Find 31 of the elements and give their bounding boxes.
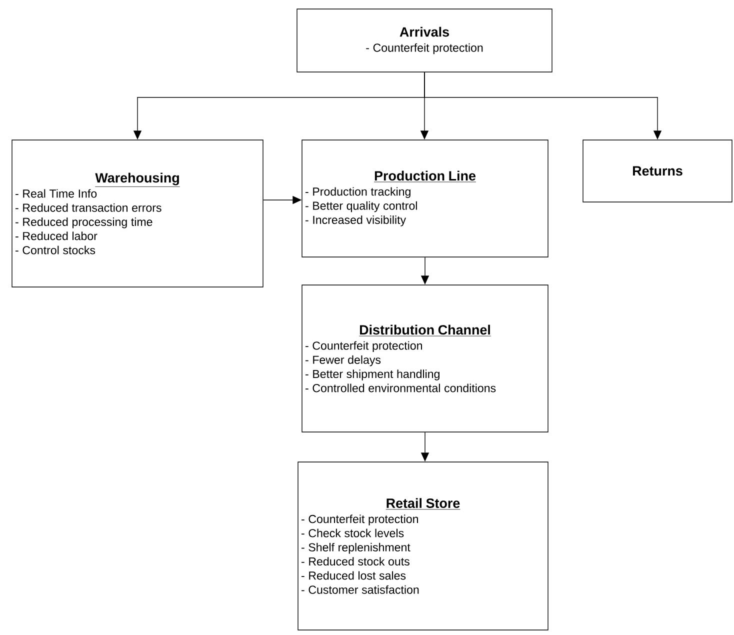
process-box bbox=[302, 284, 548, 432]
box-heading: Arrivals bbox=[400, 26, 449, 37]
bullet-item: - Real Time Info bbox=[16, 189, 97, 198]
box-heading: Production Line bbox=[374, 170, 476, 182]
box-heading: Warehousing bbox=[94, 172, 180, 187]
bullet-item: - Better quality control bbox=[306, 201, 417, 212]
process-box bbox=[302, 140, 548, 258]
bullet-item: - Shelf replenishment bbox=[302, 542, 410, 554]
box-heading: Returns bbox=[633, 166, 682, 176]
process-box bbox=[582, 140, 732, 202]
bullet-item: - Counterfeit protection bbox=[306, 341, 422, 352]
bullet-item: - Counterfeit protection bbox=[302, 514, 418, 526]
bullet-item: - Check stock levels bbox=[302, 528, 404, 538]
bullet-item: - Better shipment handling bbox=[306, 370, 440, 380]
bullet-item: - Customer satisfaction bbox=[302, 585, 419, 594]
box-heading: Distribution Channel bbox=[358, 324, 492, 336]
box-heading: Retail Store bbox=[386, 498, 460, 510]
bullet-item: - Reduced lost sales bbox=[302, 571, 406, 580]
bullet-item: - Production tracking bbox=[306, 187, 410, 198]
bullet-item: - Increased visibility bbox=[306, 216, 406, 226]
bullet-item: - Control stocks bbox=[16, 246, 96, 254]
bullet-item: - Fewer delays bbox=[306, 355, 381, 366]
process-box bbox=[296, 8, 552, 72]
bullet-item: - Reduced processing time bbox=[16, 218, 152, 228]
bullet-item: - Controlled environmental conditions bbox=[306, 384, 496, 392]
bullet-item: - Reduced transaction errors bbox=[16, 203, 162, 212]
bullet-item: - Reduced stock outs bbox=[302, 557, 410, 566]
process-box bbox=[12, 140, 264, 288]
bullet-item: - Reduced labor bbox=[16, 232, 98, 240]
bullet-item: - Counterfeit protection bbox=[366, 43, 483, 54]
process-box bbox=[298, 462, 548, 630]
